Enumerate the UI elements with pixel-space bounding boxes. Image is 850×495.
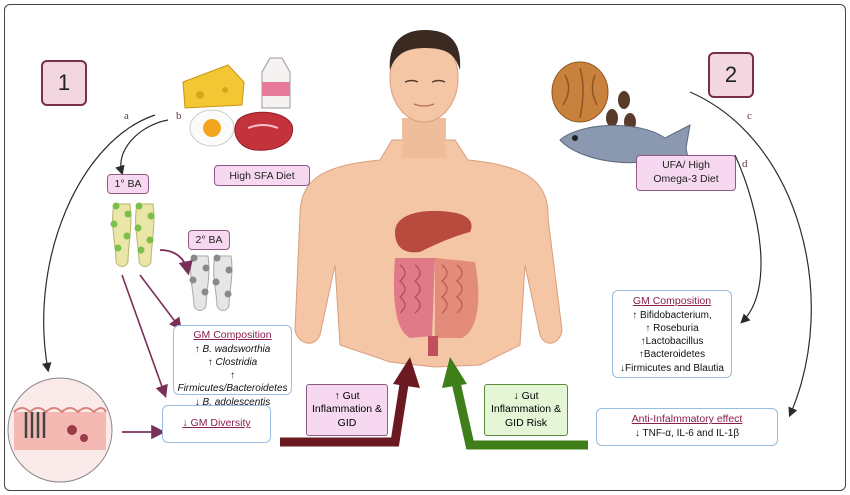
steak-icon — [234, 111, 294, 151]
gm-composition-line: ↓ B. adolescentis — [194, 396, 271, 408]
gm-composition-line: ↑ Firmicutes/Bacteroidetes — [177, 370, 288, 395]
right-gm-composition-box: GM Composition ↑ Bifidobacterium, ↑ Rose… — [612, 290, 732, 378]
human-torso-icon — [294, 30, 563, 368]
gut-effect-line: Inflammation & — [311, 403, 383, 416]
cheese-icon — [182, 64, 245, 109]
gm-diversity-box: ↓ GM Diversity — [162, 405, 271, 443]
gm-composition-line: ↑ B. wadsworthia — [194, 343, 271, 355]
left-gm-composition-box: GM Composition ↑ B. wadsworthia ↑ Clostr… — [173, 325, 292, 408]
ufa-omega3-diet-label: UFA/ High Omega-3 Diet — [636, 155, 736, 191]
maroon-arrow — [280, 357, 420, 447]
primary-ba-label: 1° BA — [107, 174, 149, 194]
pathway-label-a: a — [124, 110, 129, 122]
gut-effect-line: Inflammation & — [490, 403, 562, 416]
gm-diversity-label: ↓ GM Diversity — [182, 417, 251, 430]
panel-number-right: 2 — [708, 52, 754, 98]
green-arrow — [442, 357, 588, 450]
fried-egg-icon — [189, 109, 235, 147]
gut-effect-line: GID Risk — [505, 416, 547, 429]
walnut-icon — [551, 61, 609, 123]
bile-acid-icon — [189, 254, 233, 311]
gm-composition-line: ↑ Bifidobacterium, — [632, 309, 712, 321]
gm-composition-line: ↑ Roseburia — [645, 323, 699, 335]
gm-composition-line: ↑Lactobacillus — [640, 336, 704, 348]
seeds-icon — [606, 91, 636, 131]
gut-effect-line: GID — [337, 416, 357, 429]
gut-inflammation-decrease-box: ↓ Gut Inflammation & GID Risk — [484, 384, 568, 436]
liver-icon — [395, 210, 472, 253]
panel-number-left: 1 — [41, 60, 87, 106]
bile-acid-icon — [110, 202, 155, 267]
diet-label-line: UFA/ High — [662, 159, 710, 172]
pathway-label-d: d — [742, 158, 748, 170]
pathway-label-b: b — [176, 110, 182, 122]
gm-composition-line: ↑ Clostridia — [207, 357, 258, 369]
gut-effect-line: ↑ Gut — [334, 390, 360, 403]
diet-label-line: Omega-3 Diet — [653, 173, 719, 185]
cytokine-line: ↓ TNF-α, IL-6 and IL-1β — [634, 428, 740, 440]
gm-composition-title: GM Composition — [632, 295, 712, 307]
gm-composition-line: ↑Bacteroidetes — [638, 349, 706, 361]
gm-composition-title: GM Composition — [193, 329, 272, 341]
milk-carton-icon — [261, 57, 291, 109]
gut-inflammation-increase-box: ↑ Gut Inflammation & GID — [306, 384, 388, 436]
anti-inflammatory-box: Anti-Infalmmatory effect ↓ TNF-α, IL-6 a… — [596, 408, 778, 446]
intestine-icon — [393, 258, 479, 356]
high-sfa-diet-label: High SFA Diet — [214, 165, 310, 186]
gm-composition-line: ↓Firmicutes and Blautia — [620, 362, 724, 374]
anti-inflammatory-title: Anti-Infalmmatory effect — [631, 413, 743, 426]
secondary-ba-label: 2° BA — [188, 230, 230, 250]
pathway-label-c: c — [747, 110, 752, 122]
colon-cross-section-icon — [7, 377, 113, 483]
gut-effect-line: ↓ Gut — [513, 390, 539, 403]
